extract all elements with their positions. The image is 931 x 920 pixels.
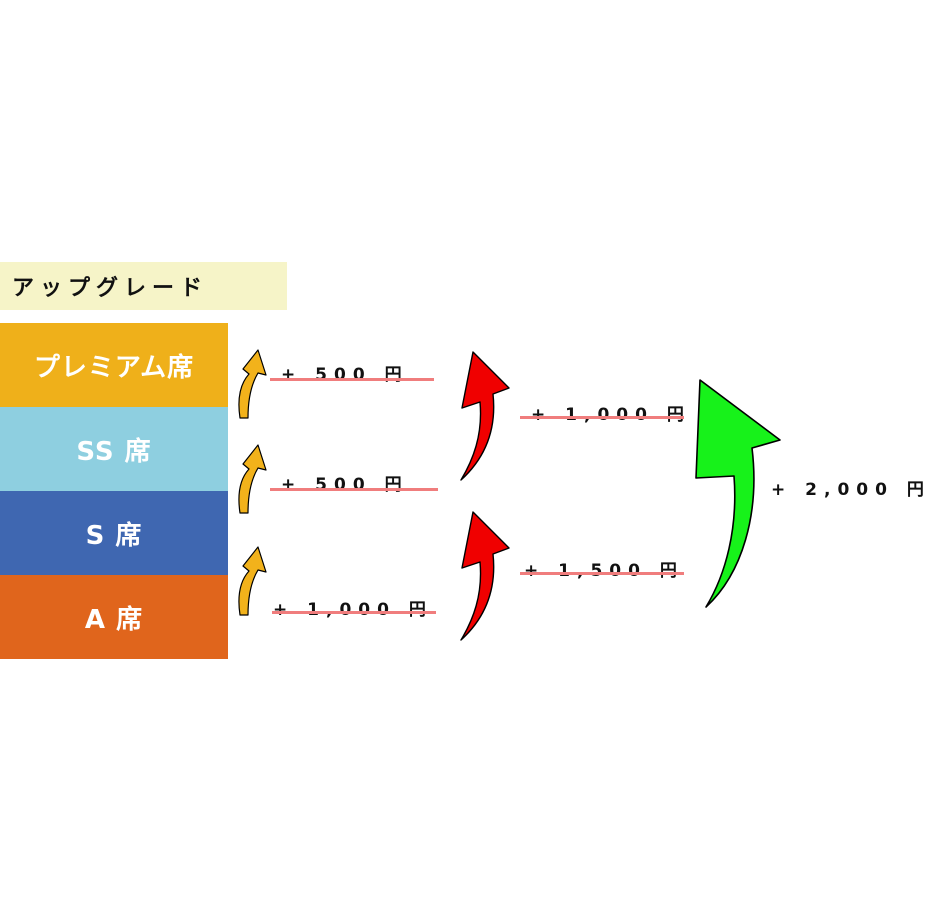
price-single-3: + 1,000 円	[273, 600, 433, 620]
tier-s: S 席	[0, 491, 228, 575]
double-arrow-2	[460, 511, 510, 641]
underline-double-2	[520, 572, 684, 575]
tier-a-label: A 席	[84, 604, 144, 635]
triple-arrow	[695, 379, 781, 608]
underline-single-2	[270, 488, 438, 491]
price-single-1: + 500 円	[281, 365, 409, 385]
price-double-1: + 1,000 円	[531, 405, 691, 425]
single-arrow-2	[238, 444, 267, 514]
underline-single-1	[270, 378, 434, 381]
tier-premium-label: プレミアム席	[33, 352, 195, 383]
diagram-title: アップグレード	[0, 262, 287, 310]
single-arrow-1	[238, 349, 267, 419]
underline-single-3	[272, 611, 436, 614]
price-single-2: + 500 円	[281, 475, 409, 495]
tier-s-label: S 席	[85, 520, 143, 551]
underline-double-1	[520, 416, 684, 419]
price-triple: + 2,000 円	[771, 480, 931, 500]
single-arrow-3	[238, 546, 267, 616]
diagram-title-text: アップグレード	[12, 276, 209, 301]
tier-a: A 席	[0, 575, 228, 659]
price-double-2: + 1,500 円	[524, 561, 684, 581]
tier-ss: SS 席	[0, 407, 228, 491]
tier-ss-label: SS 席	[76, 436, 152, 467]
double-arrow-1	[460, 351, 510, 481]
tier-premium: プレミアム席	[0, 323, 228, 407]
